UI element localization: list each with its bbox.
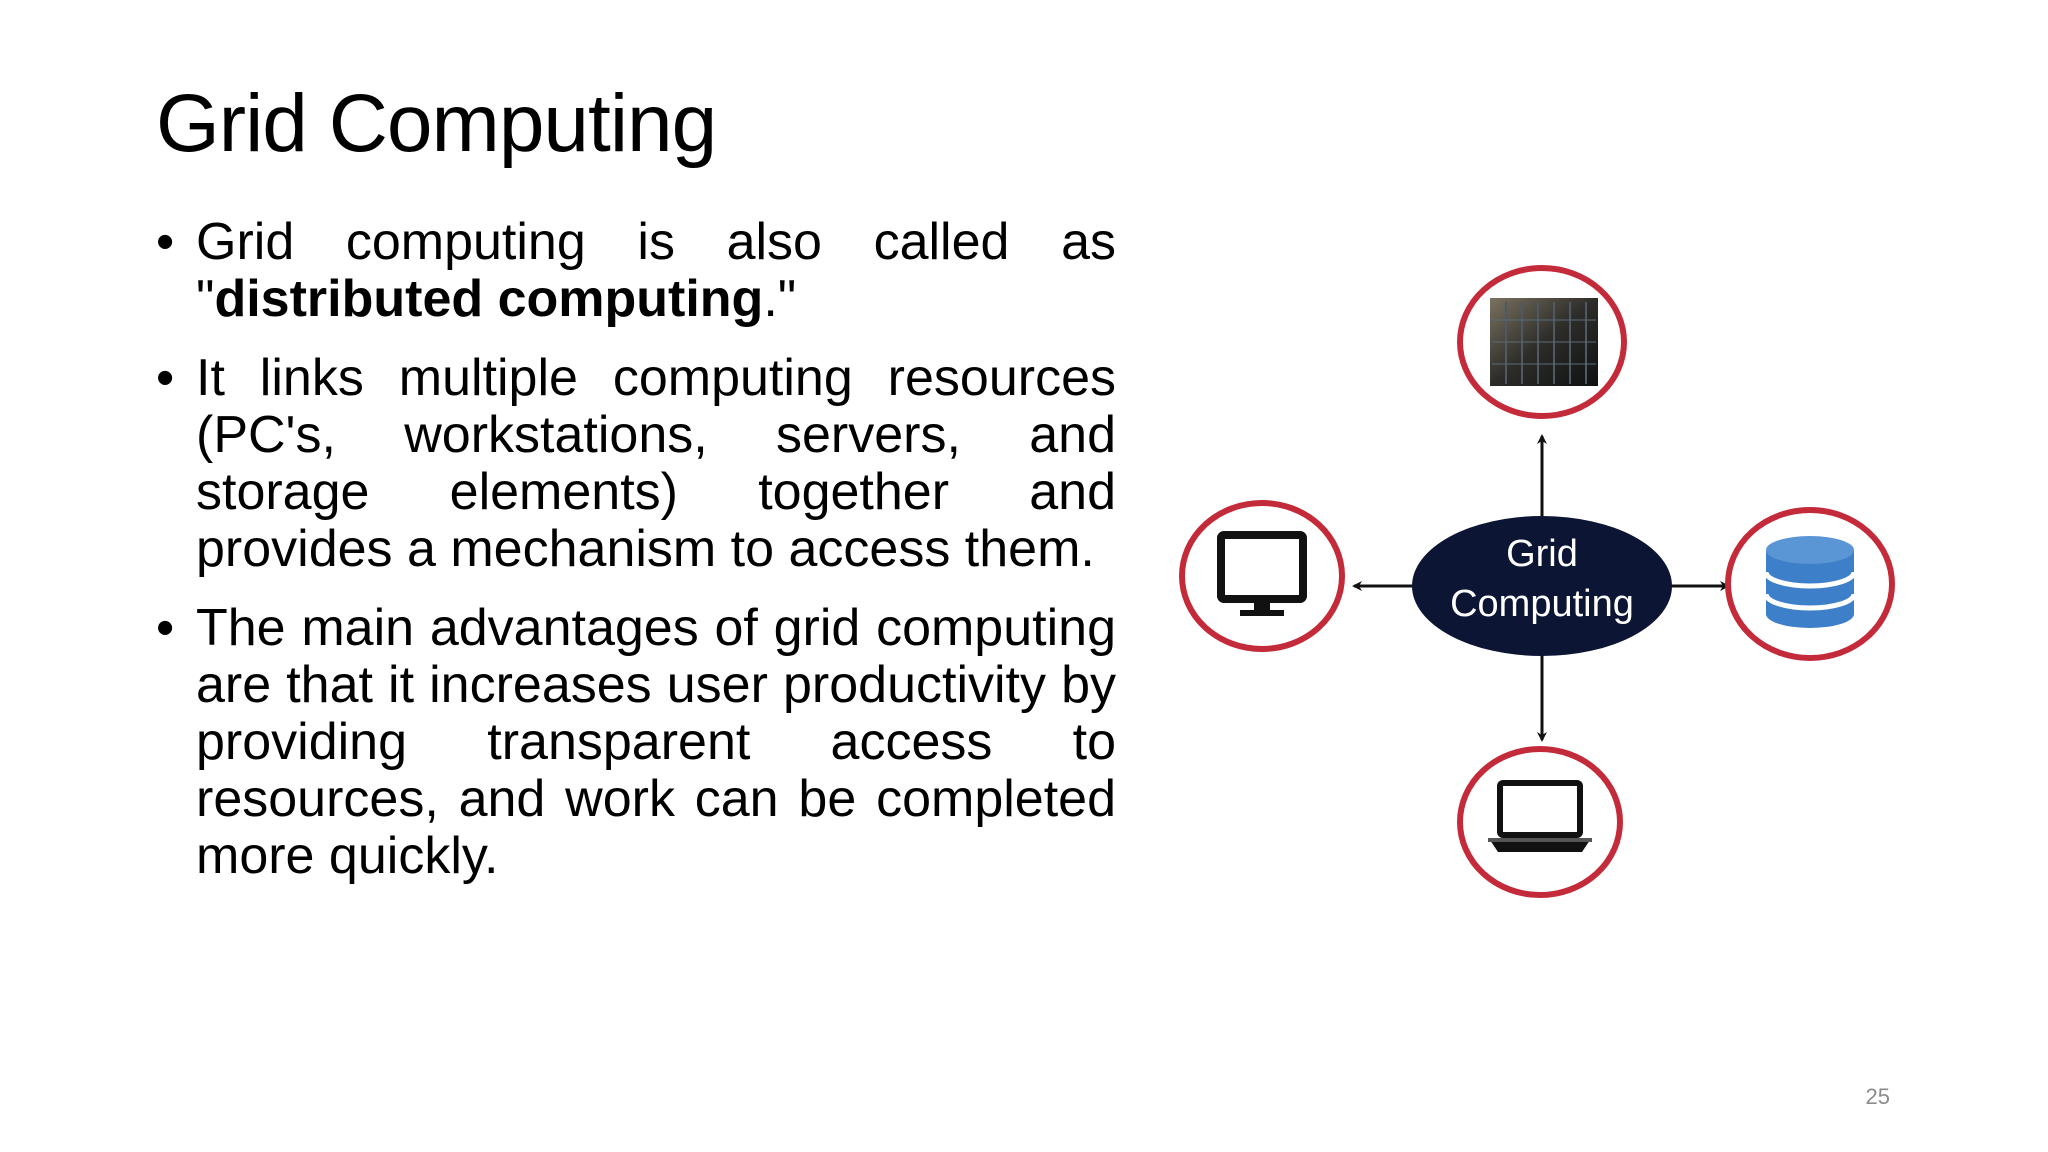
page-number: 25 [1865,1084,1890,1109]
server-rack-node [1457,265,1627,419]
bullet-dot: • [156,213,175,271]
bullet-text: Grid computing is also called as " [196,213,1116,328]
bullet-item: • The main advantages of grid computing a… [156,600,1116,885]
bullet-dot: • [156,349,175,407]
laptop-node [1457,746,1623,898]
slide-title: Grid Computing [156,78,717,169]
bullet-text: The main advantages of grid computing ar… [196,599,1116,885]
monitor-icon [1217,531,1307,616]
laptop-icon [1488,780,1592,852]
grid-computing-hub [1412,516,1672,656]
bullet-item: • It links multiple computing resources (… [156,350,1116,578]
database-icon [1763,536,1857,628]
hub-label-line2: Computing [1450,583,1634,625]
bullet-text: It links multiple computing resources (P… [196,349,1116,578]
bullet-list: • Grid computing is also called as "distr… [156,214,1116,907]
monitor-node [1179,500,1345,652]
grid-computing-diagram: Grid Computing [1179,265,1895,898]
database-node [1725,507,1895,661]
bullet-dot: • [156,599,175,657]
bullet-bold-term: distributed computing [214,270,764,328]
bullet-item: • Grid computing is also called as "distr… [156,214,1116,328]
server-rack-icon [1490,298,1598,386]
bullet-text-suffix: ." [763,270,797,328]
hub-label-line1: Grid [1506,533,1578,575]
